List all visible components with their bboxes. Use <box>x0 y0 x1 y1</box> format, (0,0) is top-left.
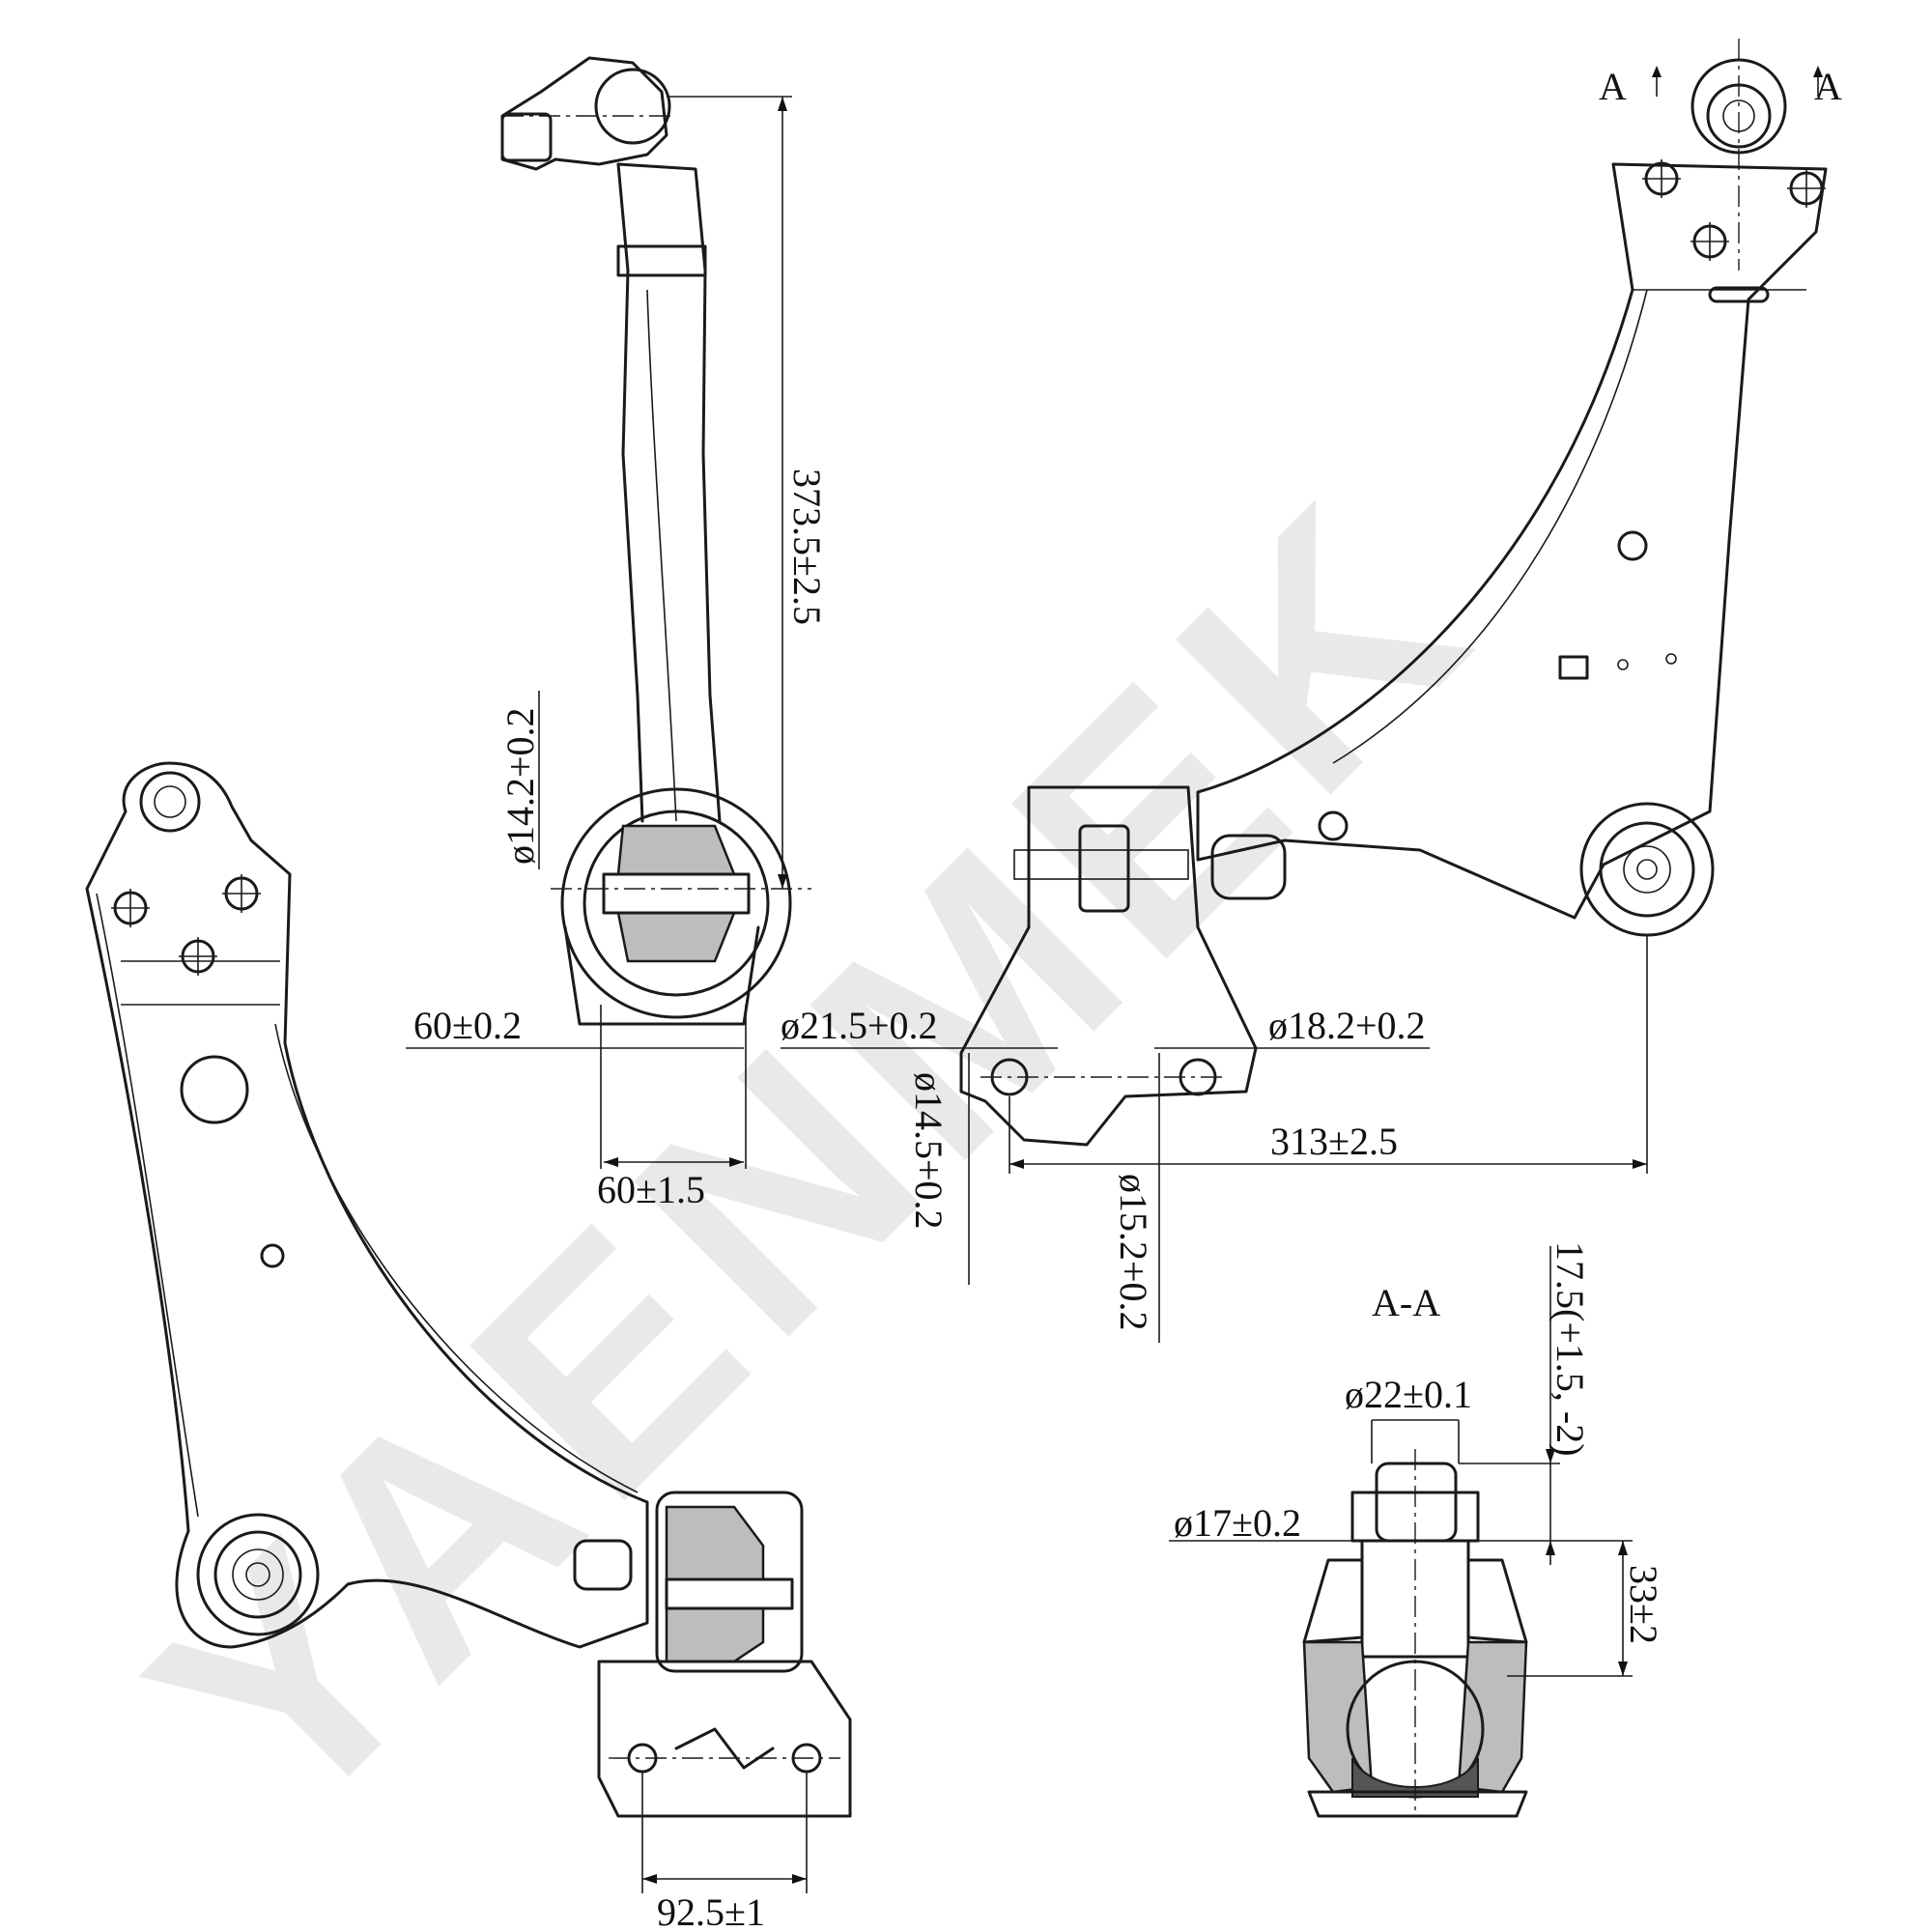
ball-stud-top-dim: ø22±0.1 <box>1345 1373 1472 1416</box>
hole-b-dim: ø18.2+0.2 <box>1268 1004 1426 1047</box>
section-a-a: A-A ø22±0.1 ø17±0.2 17.5(+1.5, -2) 33±2 <box>1169 1241 1665 1818</box>
bushing-width-b-dim: 60±1.5 <box>597 1168 705 1211</box>
control-arm-top-view: A A ø21.5+0.2 ø18.2+0.2 ø14.5+0.2 ø15.2+… <box>781 39 1842 1343</box>
bushing-bore-dim: ø14.2+0.2 <box>498 707 542 865</box>
control-arm-left-view: 92.5±1 <box>85 761 852 1932</box>
section-mark-right: A <box>1814 65 1842 108</box>
hole-d-dim: ø15.2+0.2 <box>1112 1174 1155 1331</box>
section-title: A-A <box>1372 1281 1440 1324</box>
ball-stud-neck-dim: ø17±0.2 <box>1174 1501 1301 1545</box>
hole-a-dim: ø21.5+0.2 <box>781 1004 938 1047</box>
bushing-width-a-dim: 60±0.2 <box>413 1004 522 1047</box>
bracket-pitch-dim: 92.5±1 <box>657 1890 765 1932</box>
span-dim: 313±2.5 <box>1270 1120 1398 1163</box>
overall-length-dim: 373.5±2.5 <box>785 469 829 625</box>
stud-height-dim: 17.5(+1.5, -2) <box>1548 1241 1592 1457</box>
joint-height-dim: 33±2 <box>1622 1565 1665 1644</box>
hole-c-dim: ø14.5+0.2 <box>907 1072 951 1230</box>
control-arm-edge-view: 373.5±2.5 ø14.2+0.2 60±0.2 60±1.5 <box>406 56 829 1211</box>
section-mark-left: A <box>1599 65 1627 108</box>
